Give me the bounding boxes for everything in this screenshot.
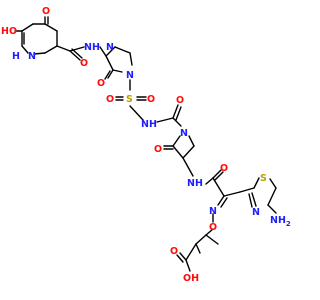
atom-o-carboxylic: O	[170, 246, 178, 257]
atom-nh2-thiazole: NH2	[270, 215, 291, 228]
atom-o-carbonyl: O	[176, 95, 184, 106]
atom-n-oxime: N	[209, 206, 217, 217]
atom-o-amide2: O	[220, 163, 228, 174]
atom-labels: O HO N H O NH N N O S O O NH O N O NH O …	[1, 6, 291, 284]
atom-ho-pyridone: HO	[1, 26, 17, 37]
atom-n-azetidine: N	[180, 128, 188, 139]
atom-n-imidazolidine-1: N	[106, 42, 114, 53]
atom-n-thiazole: N	[252, 207, 260, 218]
atom-n-imidazolidine-3: N	[126, 70, 134, 81]
atom-nh-amide2: NH	[187, 178, 203, 189]
atom-oh-carboxylic: OH	[183, 273, 199, 284]
atom-nh-amide1: NH	[84, 42, 100, 53]
atom-n-pyridone: N	[28, 51, 36, 62]
atom-o-oxime: O	[209, 222, 217, 233]
atom-nh-sulfonamide: NH	[141, 119, 157, 130]
atom-s-thiazole: S	[260, 173, 267, 184]
chemical-structure-diagram: O HO N H O NH N N O S O O NH O N O NH O …	[1, 6, 291, 284]
atom-o-amide1: O	[80, 58, 88, 69]
atom-o-sulfonyl-1: O	[106, 94, 114, 105]
atom-o-ketone: O	[42, 6, 50, 17]
atom-o-sulfonyl-2: O	[147, 94, 155, 105]
atom-s-sulfonyl: S	[126, 94, 133, 105]
atom-o-azetidinone: O	[154, 144, 162, 155]
atom-h-pyridone: H	[12, 51, 20, 62]
bond-lines	[14, 16, 277, 272]
atom-o-imidazolidinone: O	[97, 78, 105, 89]
